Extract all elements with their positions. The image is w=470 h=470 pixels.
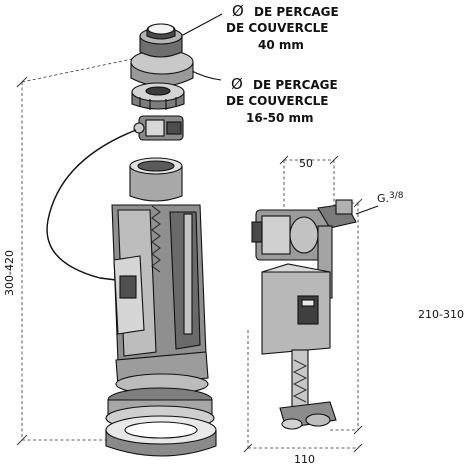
mid-label-line2: DE COUVERCLE <box>226 94 328 108</box>
top-label-group: Ø DE PERCAGE DE COUVERCLE 40 mm <box>180 2 339 52</box>
right-dimension: 210-310 <box>330 198 464 435</box>
flex-cable <box>46 129 137 281</box>
left-height-label: 300-420 <box>3 250 16 296</box>
top-label-line3: 40 mm <box>258 38 304 52</box>
left-dimension: 300-420 <box>3 58 133 446</box>
bottom-width-label: 110 <box>294 453 315 466</box>
top-width-label: 50 <box>299 157 313 170</box>
top-label-leader <box>180 13 223 37</box>
thread-label: G.3/8 <box>377 191 404 205</box>
bottom-width-dimension: 110 <box>243 330 363 466</box>
push-button-part <box>130 23 194 87</box>
mid-label-leader <box>189 69 222 81</box>
thread-label-group: G.3/8 <box>355 191 404 215</box>
top-label-line2: DE COUVERCLE <box>226 21 328 35</box>
right-height-label: 210-310 <box>418 308 464 321</box>
top-width-dimension: 50 <box>279 155 339 214</box>
top-label-line1: DE PERCAGE <box>254 5 339 19</box>
thread-fraction: 3/8 <box>389 191 404 201</box>
mid-label-diameter-symbol: Ø <box>231 75 243 93</box>
mid-label-group: Ø DE PERCAGE DE COUVERCLE 16-50 mm <box>189 69 338 125</box>
mid-label-line1: DE PERCAGE <box>253 78 338 92</box>
top-label-diameter-symbol: Ø <box>232 2 244 20</box>
thread-leader <box>355 205 379 215</box>
fill-valve-body <box>251 199 357 430</box>
lock-nut-part <box>131 82 185 110</box>
flush-valve-body <box>105 157 217 457</box>
mid-label-line3: 16-50 mm <box>246 111 314 125</box>
thread-prefix: G. <box>377 192 389 205</box>
cable-clip-part <box>133 115 184 141</box>
